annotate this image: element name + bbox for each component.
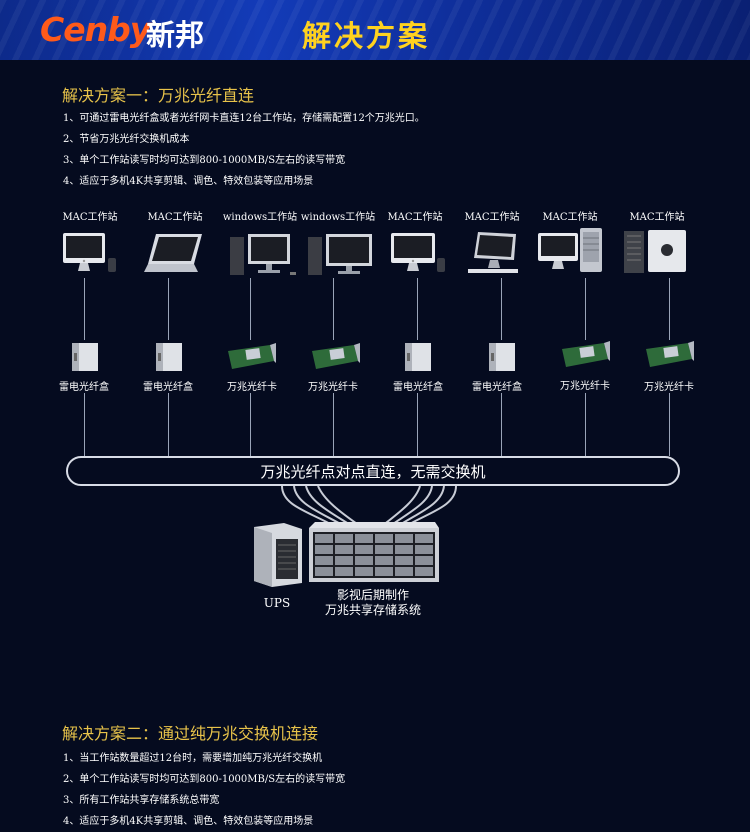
brand-logo-en: Cenby — [40, 10, 151, 49]
fiber-card-icon — [226, 341, 278, 377]
solution1-points: 1、可通过雷电光纤盒或者光纤网卡直连12台工作站，存储需配置12个万兆光口。 2… — [63, 108, 425, 192]
device-label: 雷电光纤盒 — [393, 382, 443, 393]
storage-server-icon — [305, 522, 440, 588]
thunderbolt-box-icon — [487, 341, 517, 377]
macbook-icon — [144, 232, 206, 281]
device-label: 雷电光纤盒 — [143, 382, 193, 393]
solution1-title: 解决方案一：万兆光纤直连 — [62, 86, 255, 105]
list-item: 2、节省万兆光纤交换机成本 — [63, 134, 190, 145]
macpro-tower-icon — [624, 228, 690, 280]
windows-pc-icon — [230, 234, 298, 282]
ups-label: UPS — [263, 596, 291, 610]
brand-logo-cn: 新邦 — [146, 18, 205, 52]
workstation-label: windows工作站 — [300, 212, 376, 223]
windows-pc-icon — [308, 234, 376, 282]
fiber-card-icon — [310, 341, 362, 377]
list-item: 1、当工作站数量超过12台时，需要增加纯万兆光纤交换机 — [63, 753, 323, 764]
solution2-title: 解决方案二：通过纯万兆交换机连接 — [62, 724, 319, 743]
connector-line — [250, 278, 251, 340]
bus-label: 万兆光纤点对点直连，无需交换机 — [260, 462, 486, 481]
list-item: 4、适应于多机4K共享剪辑、调色、特效包装等应用场景 — [63, 176, 314, 187]
connector-line — [333, 393, 334, 456]
connector-line — [168, 278, 169, 340]
imac-icon — [390, 232, 446, 281]
list-item: 1、可通过雷电光纤盒或者光纤网卡直连12台工作站，存储需配置12个万兆光口。 — [63, 113, 425, 124]
header-banner — [0, 0, 750, 60]
thunderbolt-box-icon — [154, 341, 184, 377]
connector-line — [84, 278, 85, 340]
workstation-label: windows工作站 — [222, 212, 298, 223]
device-label: 万兆光纤卡 — [560, 381, 610, 392]
device-label: 万兆光纤卡 — [644, 382, 694, 393]
connector-line — [501, 393, 502, 456]
workstation-label: MAC工作站 — [629, 212, 685, 223]
connector-line — [417, 393, 418, 456]
connector-line — [417, 278, 418, 340]
device-label: 万兆光纤卡 — [227, 382, 277, 393]
fiber-direct-bus: 万兆光纤点对点直连，无需交换机 — [66, 456, 680, 486]
fiber-card-icon — [644, 339, 696, 375]
list-item: 3、单个工作站读写时均可达到800-1000MB/S左右的读写带宽 — [63, 155, 346, 166]
storage-label-line1: 影视后期制作 — [336, 588, 409, 602]
connector-line — [669, 278, 670, 340]
list-item: 3、所有工作站共享存储系统总带宽 — [63, 795, 220, 806]
connector-line — [168, 393, 169, 456]
imac-icon — [62, 232, 118, 281]
connector-line — [585, 393, 586, 456]
storage-label: 影视后期制作 万兆共享存储系统 — [313, 588, 433, 618]
workstation-label: MAC工作站 — [542, 212, 598, 223]
workstation-label: MAC工作站 — [62, 212, 118, 223]
list-item: 4、适应于多机4K共享剪辑、调色、特效包装等应用场景 — [63, 816, 314, 827]
page-title: 解决方案 — [302, 19, 431, 53]
device-label: 万兆光纤卡 — [308, 382, 358, 393]
connector-line — [669, 393, 670, 456]
device-label: 雷电光纤盒 — [472, 382, 522, 393]
thunderbolt-box-icon — [70, 341, 100, 377]
workstation-label: MAC工作站 — [387, 212, 443, 223]
monitor-icon — [468, 232, 524, 281]
ups-icon — [250, 521, 304, 593]
workstation-label: MAC工作站 — [464, 212, 520, 223]
list-item: 2、单个工作站读写时均可达到800-1000MB/S左右的读写带宽 — [63, 774, 346, 785]
imac-macpro-icon — [538, 228, 608, 280]
thunderbolt-box-icon — [403, 341, 433, 377]
storage-label-line2: 万兆共享存储系统 — [324, 603, 421, 617]
device-label: 雷电光纤盒 — [59, 382, 109, 393]
connector-line — [84, 393, 85, 456]
connector-line — [250, 393, 251, 456]
solution2-points: 1、当工作站数量超过12台时，需要增加纯万兆光纤交换机 2、单个工作站读写时均可… — [63, 748, 345, 832]
fiber-card-icon — [560, 339, 612, 375]
connector-line — [501, 278, 502, 340]
connector-line — [585, 278, 586, 340]
workstation-label: MAC工作站 — [147, 212, 203, 223]
connector-line — [333, 278, 334, 340]
